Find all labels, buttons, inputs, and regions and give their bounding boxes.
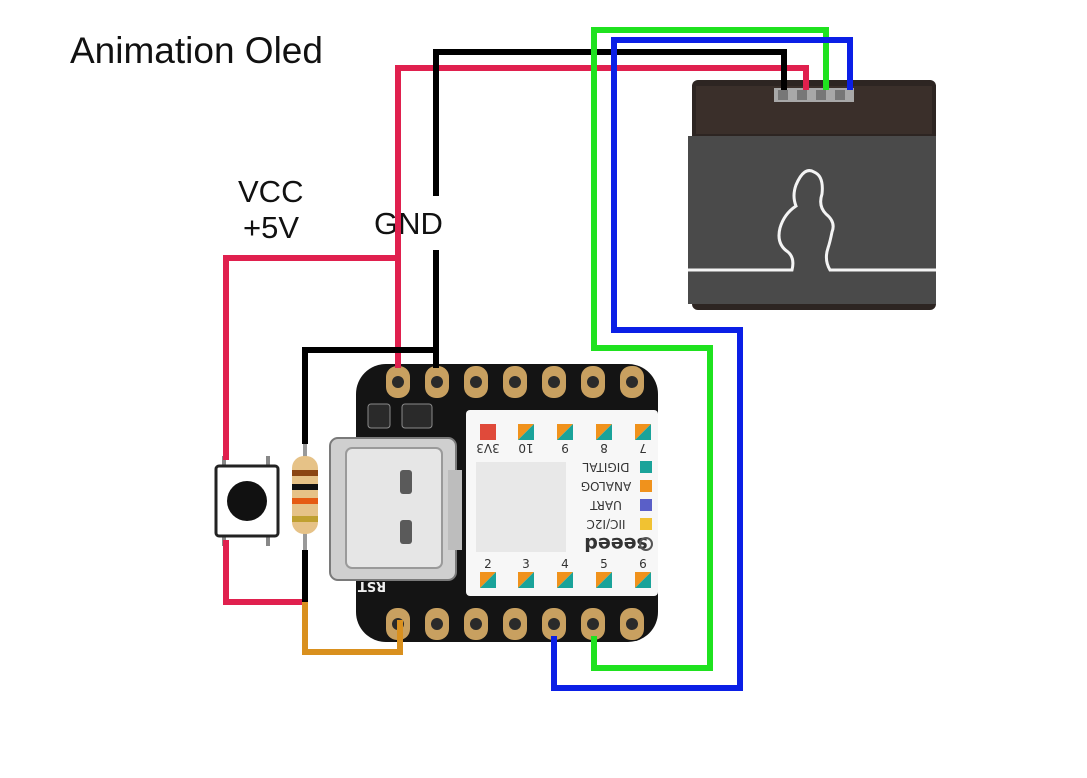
led-right [401, 403, 433, 429]
top-pin-pad [425, 366, 449, 398]
top-pin-label: 3V3 [476, 441, 499, 455]
legend-item: ANALOG [581, 479, 652, 493]
bottom-pin-label: 4 [561, 557, 569, 571]
pulldown-resistor [292, 440, 318, 552]
legend-label: ANALOG [581, 479, 631, 493]
top-pin-pad [542, 366, 566, 398]
bottom-pin-marker [557, 572, 573, 588]
pin-function-legend: DIGITAL ANALOG UART IIC/I2C [581, 460, 652, 531]
chip-shield [476, 462, 566, 552]
bottom-pin-marker [518, 572, 534, 588]
bottom-pin-label: 6 [639, 557, 647, 571]
legend-label: IIC/I2C [586, 517, 625, 531]
top-pin-markers: 3V3 10 9 8 7 [476, 424, 651, 455]
bottom-pin-marker [480, 572, 496, 588]
top-pin-marker [518, 424, 534, 440]
bottom-pin-pad [620, 608, 644, 640]
sda-wire [591, 27, 829, 671]
legend-item: DIGITAL [582, 460, 652, 474]
brand-text: seeed [584, 533, 648, 555]
top-pin-pad [386, 366, 410, 398]
bottom-pin-pad [542, 608, 566, 640]
bottom-pin-pad [503, 608, 527, 640]
reset-wire [302, 602, 403, 655]
bottom-pin-label: 3 [522, 557, 530, 571]
top-pin-pads [386, 366, 644, 398]
diagram-title: Animation Oled [70, 30, 323, 71]
gnd-label: GND [374, 206, 443, 241]
scl-wire [551, 37, 853, 691]
led-left [367, 403, 391, 429]
legend-label: UART [589, 498, 621, 512]
oled-figure-outline [688, 169, 936, 272]
bottom-pin-pad [581, 608, 605, 640]
vcc-voltage-label: +5V [243, 210, 300, 245]
pushbutton-cap [227, 481, 267, 521]
top-pin-pad [620, 366, 644, 398]
oled-screen [688, 136, 936, 304]
gnd-wire-to-oled [433, 49, 787, 196]
wires [223, 27, 853, 691]
top-pin-marker [635, 424, 651, 440]
usb-c-connector [329, 437, 462, 581]
bottom-pin-marker [596, 572, 612, 588]
reset-pushbutton [214, 456, 280, 546]
vcc-wire [223, 255, 401, 460]
bottom-pin-markers: 2 3 4 5 6 [480, 557, 651, 588]
bottom-pin-marker [635, 572, 651, 588]
top-pin-pad [581, 366, 605, 398]
legend-item: IIC/I2C [586, 517, 652, 531]
top-pin-pad [503, 366, 527, 398]
vcc-wire-to-oled [395, 65, 809, 258]
oled-module [688, 80, 936, 310]
gnd-wire-to-resistor [302, 347, 436, 444]
top-pin-marker [480, 424, 496, 440]
top-pin-marker [557, 424, 573, 440]
top-pin-label: 7 [639, 441, 647, 455]
top-pin-marker [596, 424, 612, 440]
brand-logo-icon [639, 537, 653, 551]
legend-label: DIGITAL [582, 460, 629, 474]
button-to-resistor-wire [223, 540, 305, 605]
top-pin-label: 9 [561, 441, 569, 455]
bottom-pin-label: 2 [484, 557, 492, 571]
top-pin-pad [464, 366, 488, 398]
top-pin-label: 8 [600, 441, 608, 455]
top-pin-label: 10 [518, 441, 533, 455]
bottom-pin-label: 5 [600, 557, 608, 571]
oled-header-pins [774, 88, 854, 102]
legend-item: UART [589, 498, 652, 512]
vcc-label: VCC [238, 174, 304, 209]
rst-label: RST [358, 578, 386, 593]
bottom-pin-pad [425, 608, 449, 640]
bottom-pin-pad [464, 608, 488, 640]
